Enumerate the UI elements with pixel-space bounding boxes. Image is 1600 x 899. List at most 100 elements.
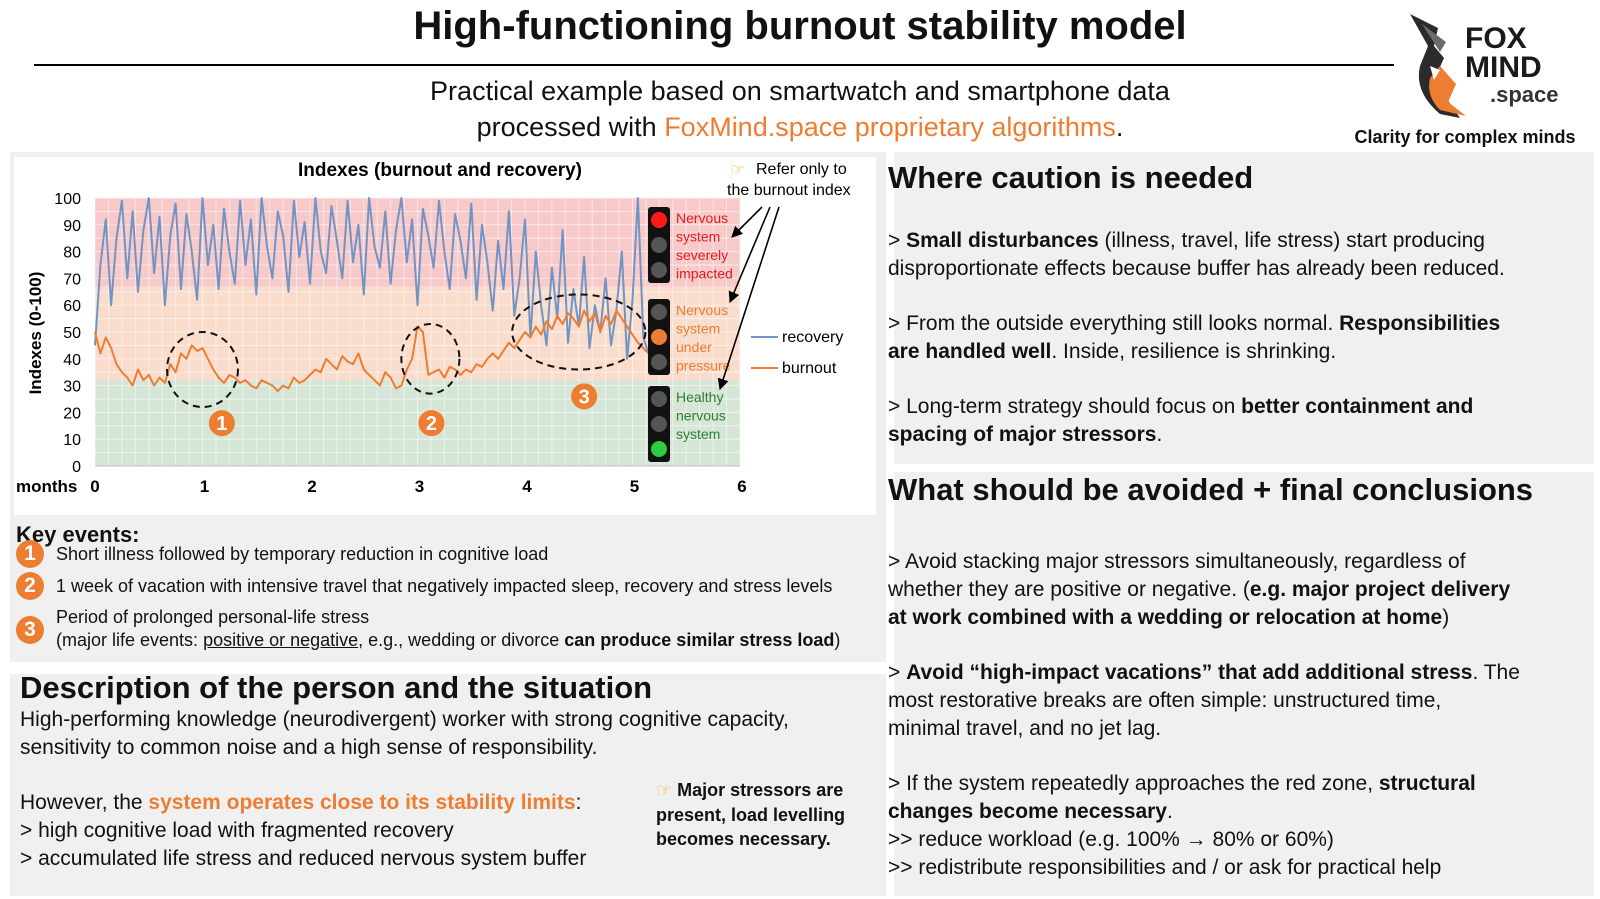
zone-label-orange: system [676, 321, 720, 337]
zone-label-orange: pressure [676, 358, 731, 374]
subtitle-highlight: FoxMind.space proprietary algorithms [664, 112, 1116, 142]
key-event-3-line-2: (major life events: positive or negative… [56, 630, 841, 650]
note-arrow [728, 206, 771, 304]
event-badge-3 [571, 383, 598, 410]
description-title: Description of the person and the situat… [20, 670, 653, 705]
series-line-burnout [94, 309, 650, 392]
caution-item-1: > Small disturbances (illness, travel, l… [888, 229, 1505, 280]
chart-legend: recovery burnout [751, 329, 843, 377]
event-markers: 1 2 3 [166, 293, 647, 437]
description-paragraph-1: High-performing knowledge (neurodivergen… [20, 708, 789, 759]
zone-label-red: Nervous [676, 210, 728, 226]
avoid-item-1: > Avoid stacking major stressors simulta… [888, 550, 1511, 629]
key-event-text-3: Period of prolonged personal-life stress… [56, 606, 840, 652]
avoid-panel [894, 472, 1594, 896]
x-tick-label: 2 [307, 477, 316, 496]
caution-body: > Small disturbances (illness, travel, l… [888, 227, 1588, 449]
avoid-body: > Avoid stacking major stressors simulta… [888, 548, 1588, 882]
y-tick-label: 50 [63, 325, 81, 342]
caution-panel [894, 152, 1594, 464]
subtitle-line-1: Practical example based on smartwatch an… [430, 76, 1170, 106]
subtitle-suffix: . [1115, 112, 1124, 142]
x-tick-label: 5 [630, 477, 639, 496]
caution-title: Where caution is needed [888, 160, 1254, 195]
subtitle-line-2: processed with FoxMind.space proprietary… [0, 112, 1600, 143]
chart-title: Indexes (burnout and recovery) [298, 160, 582, 181]
traffic-light-lamp [651, 354, 667, 370]
legend-label-recovery: recovery [782, 329, 843, 346]
x-tick-label: 4 [522, 477, 532, 496]
traffic-light-lamp [651, 212, 667, 228]
logo-line-2: MIND [1465, 51, 1542, 84]
zone-label-green: system [676, 426, 720, 442]
zone-label-orange: Nervous [676, 302, 728, 318]
x-tick-label: 1 [200, 477, 209, 496]
avoid-item-4: >> reduce workload (e.g. 100% → 80% or 6… [888, 828, 1334, 851]
pointing-hand-icon: ☞ [656, 780, 673, 801]
page-title: High-functioning burnout stability model [413, 4, 1187, 48]
chart-x-axis-label: months [16, 477, 77, 496]
y-tick-label: 10 [63, 432, 81, 449]
zone-label-green: nervous [676, 408, 726, 424]
key-event-badge-2: 2 [16, 572, 44, 600]
subtitle-prefix: processed with [476, 112, 665, 142]
zone-label-red: impacted [676, 266, 733, 282]
traffic-light-lamp [651, 416, 667, 432]
zone-label-red: severely [676, 247, 728, 263]
y-tick-label: 80 [63, 245, 81, 262]
logo-tagline: Clarity for complex minds [1354, 127, 1576, 147]
caution-item-3: > Long-term strategy should focus on bet… [888, 395, 1474, 446]
zone-label-green: Healthy [676, 389, 723, 405]
description-callout: ☞ Major stressors are present, load leve… [656, 780, 846, 849]
logo-line-1: FOX [1465, 22, 1527, 55]
event-badge-label-2: 2 [426, 413, 437, 435]
chart-note-line-1: Refer only to [756, 161, 847, 178]
event-badge-label-1: 1 [216, 413, 227, 435]
traffic-light-lamp [651, 441, 667, 457]
legend-label-burnout: burnout [782, 360, 837, 377]
y-tick-label: 90 [63, 218, 81, 235]
x-tick-label: 3 [415, 477, 424, 496]
chart-note: ☞ Refer only to the burnout index [727, 160, 851, 199]
traffic-light-lamp [651, 237, 667, 253]
zone-label-orange: under [676, 339, 712, 355]
event-ellipse-1 [166, 331, 239, 409]
chart-note-line-2: the burnout index [727, 182, 851, 199]
x-tick-label: 0 [90, 477, 99, 496]
event-badge-2 [418, 410, 445, 437]
event-ellipse-3 [511, 293, 647, 371]
caution-item-2: > From the outside everything still look… [888, 312, 1501, 363]
chart-series [94, 197, 650, 392]
note-arrow [731, 206, 763, 238]
pointing-hand-icon: ☞ [730, 160, 745, 180]
avoid-item-2: > Avoid “high-impact vacations” that add… [888, 661, 1520, 740]
series-line-recovery [94, 197, 650, 360]
y-tick-label: 60 [63, 298, 81, 315]
event-ellipse-2 [400, 322, 461, 395]
x-tick-label: 6 [737, 477, 746, 496]
y-tick-label: 0 [72, 459, 81, 476]
key-event-badge-1: 1 [16, 540, 44, 568]
y-tick-label: 30 [63, 379, 81, 396]
key-event-badge-3: 3 [16, 616, 44, 644]
title-divider [34, 64, 1394, 66]
y-tick-label: 100 [54, 191, 81, 208]
avoid-title: What should be avoided + final conclusio… [888, 472, 1534, 507]
traffic-light-lamp [651, 262, 667, 278]
event-badge-1 [208, 410, 235, 437]
avoid-item-3: > If the system repeatedly approaches th… [888, 772, 1476, 823]
traffic-light-lamp [651, 329, 667, 345]
zone-label-red: system [676, 229, 720, 245]
y-tick-label: 40 [63, 352, 81, 369]
key-event-3-line-1: Period of prolonged personal-life stress [56, 607, 370, 627]
traffic-light-lamp [651, 304, 667, 320]
note-arrow [717, 206, 780, 391]
chart-y-axis-label: Indexes (0-100) [26, 272, 45, 395]
event-badge-label-3: 3 [579, 386, 590, 408]
fox-head-icon [1410, 14, 1466, 118]
y-tick-label: 20 [63, 405, 81, 422]
logo-line-3: .space [1490, 82, 1559, 107]
